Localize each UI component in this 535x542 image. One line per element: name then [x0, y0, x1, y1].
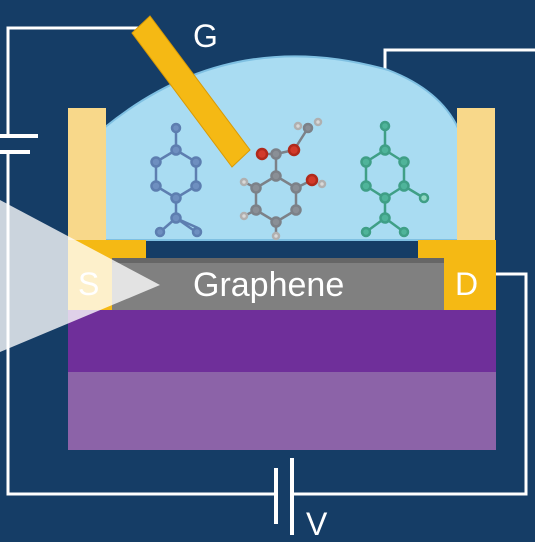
drain-electrode-pillar [457, 108, 495, 258]
wire-gate [6, 26, 138, 136]
gate-label: G [193, 18, 218, 54]
source-electrode-pillar [68, 108, 106, 258]
graphene-channel [112, 258, 444, 310]
voltage-label: V [306, 506, 328, 542]
graphene-label: Graphene [193, 266, 345, 304]
graphene-top-edge [112, 258, 444, 263]
wire-drain [292, 272, 528, 496]
gate-capacitor-symbol [0, 134, 38, 154]
drain-label: D [455, 266, 479, 302]
dielectric-layer [68, 310, 496, 372]
substrate-layer [68, 370, 496, 450]
battery-symbol [274, 458, 294, 535]
molecule-green [360, 120, 430, 238]
molecule-blue [150, 122, 203, 238]
molecule-grey [239, 117, 327, 241]
source-label: S [78, 266, 100, 302]
electrolyte-dome [103, 55, 459, 241]
light-beam [0, 200, 160, 352]
gate-electrode-rod [131, 15, 251, 168]
drain-contact [418, 240, 496, 310]
